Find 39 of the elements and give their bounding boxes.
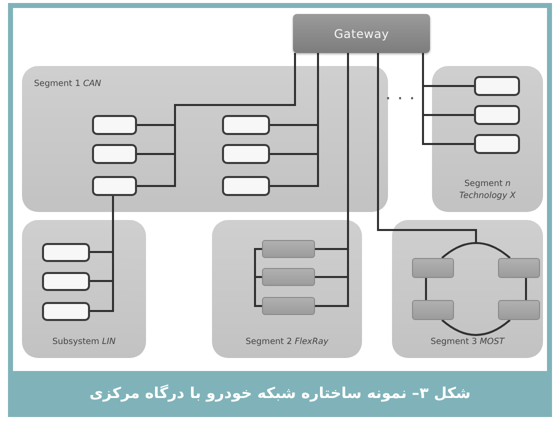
ecu-box: [262, 297, 315, 315]
ecu-box: [262, 240, 315, 258]
ecu-box: [474, 76, 520, 96]
ecu-box: [474, 134, 520, 154]
bus-line: [425, 278, 427, 300]
bus-line: [525, 278, 527, 300]
segment-panel: [22, 66, 388, 212]
ecu-box: [498, 258, 540, 278]
segment-panel: [22, 220, 146, 358]
ecu-box: [412, 300, 454, 320]
ecu-box: [92, 115, 137, 135]
segment-label: Segment n Technology X: [458, 178, 517, 202]
ellipsis-label: · · ·: [386, 92, 416, 105]
ecu-box: [42, 302, 90, 321]
ecu-box: [42, 272, 90, 291]
ecu-box: [262, 268, 315, 286]
ecu-box: [222, 115, 270, 135]
segment-label: Segment 3 MOST: [430, 336, 506, 348]
segment-panel: [432, 66, 543, 212]
ecu-box: [498, 300, 540, 320]
bus-line: [441, 319, 511, 336]
ecu-box: [222, 176, 270, 196]
ecu-box: [92, 176, 137, 196]
bus-line: [254, 276, 262, 307]
segment-label: Segment 1 CAN: [34, 78, 102, 90]
ecu-box: [222, 144, 270, 164]
segment-panel: [212, 220, 362, 358]
bus-line: [441, 242, 511, 259]
segment-panel: [392, 220, 543, 358]
ecu-box: [42, 243, 90, 262]
gateway-box: [293, 14, 430, 53]
ecu-box: [92, 144, 137, 164]
figure-caption: شکل ۳– نمونه ساختاره شبکه خودرو با درگاه مرکزی: [89, 384, 471, 402]
segment-label: Subsystem LIN: [51, 336, 117, 348]
ecu-box: [412, 258, 454, 278]
ecu-box: [474, 105, 520, 125]
segment-label: Segment 2 FlexRay: [244, 336, 330, 348]
bus-line: [254, 248, 262, 278]
gateway-label: Gateway: [334, 26, 390, 40]
